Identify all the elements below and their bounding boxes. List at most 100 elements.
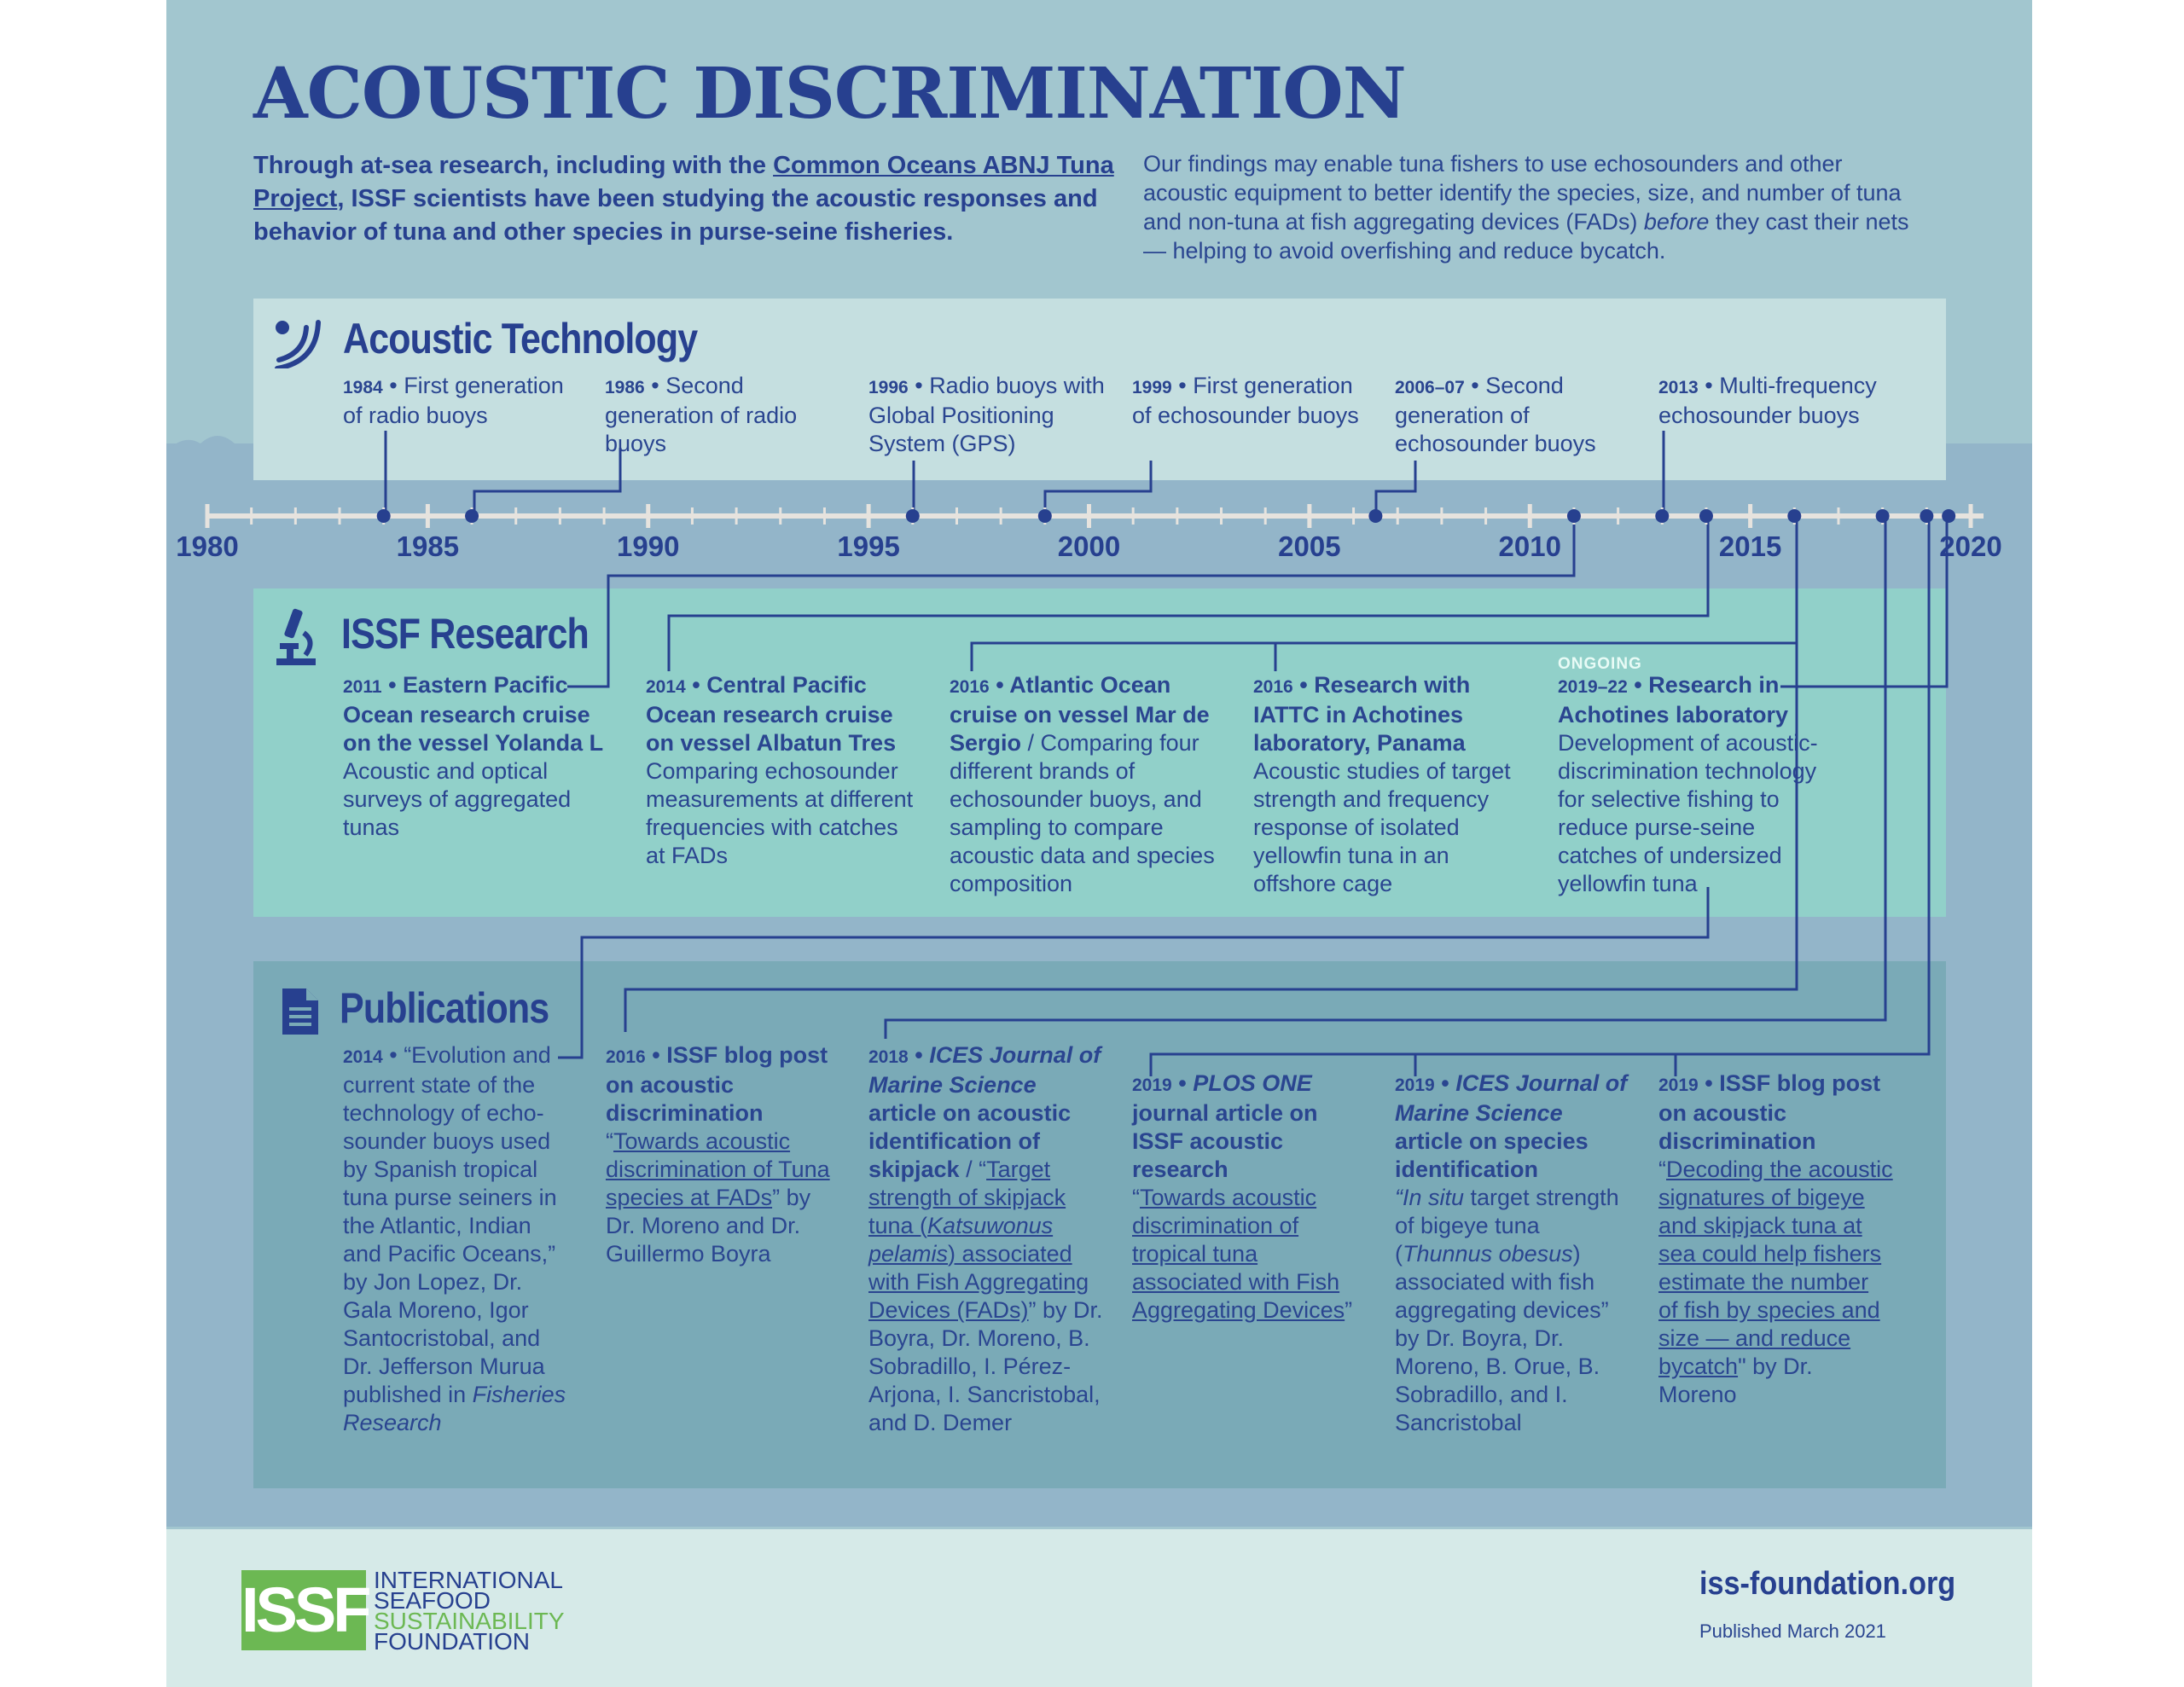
research-text: Comparing echosounder measurements at di… — [646, 758, 914, 868]
research-heading: Central Pacific Ocean research cruise on… — [646, 672, 897, 756]
year-label-1980: 1980 — [176, 530, 239, 562]
publication-2016: 2016 • ISSF blog post on acoustic discri… — [606, 1042, 830, 1267]
website-link[interactable]: iss-foundation.org — [1699, 1566, 1956, 1602]
footer: ISSF INTERNATIONAL SEAFOOD SUSTAINABILIT… — [166, 1529, 2032, 1687]
connector-1986 — [473, 448, 622, 516]
intro-right-start: Our findings may enable tuna fishers to … — [1143, 151, 1902, 235]
tech-text: First generation of radio buoys — [343, 373, 564, 428]
timeline-event-dot — [1655, 509, 1670, 523]
common-oceans-link[interactable]: Common Oceans ABNJ Tuna Project — [253, 152, 1114, 212]
research-year: 2011 — [343, 677, 382, 697]
research-item-2019: 2019–22 • Research in Achotines laborato… — [1558, 671, 1839, 898]
quote-mark: ” — [1345, 1297, 1353, 1323]
research-year: 2014 — [646, 677, 686, 697]
acoustic-technology-heading: Acoustic Technology — [343, 315, 698, 362]
document-icon — [282, 988, 318, 1035]
published-date: Published March 2021 — [1699, 1620, 1886, 1642]
publications-panel: Publications 2014 • “Evolution and curre… — [253, 961, 1946, 1488]
tech-text: Second generation of echosounder buoys — [1395, 373, 1596, 456]
research-year: 2016 — [1253, 677, 1293, 697]
timeline-event-dot — [1875, 509, 1890, 523]
research-item-2014: 2014 • Central Pacific Ocean research cr… — [646, 671, 919, 870]
publication-text: “Evolution and current state of the tech… — [343, 1042, 557, 1407]
intro-left-end: , ISSF scientists have been studying the… — [253, 185, 1098, 246]
timeline-event-dot — [1566, 509, 1581, 523]
tech-item-2013: 2013 • Multi-frequency echosounder buoys — [1658, 373, 1877, 428]
year-label-2005: 2005 — [1278, 530, 1341, 562]
research-text: / Comparing four different brands of ech… — [950, 730, 1215, 896]
timeline-event-dot — [905, 509, 920, 523]
tech-text: Second generation of radio buoys — [605, 373, 798, 456]
microscope-icon — [276, 608, 316, 665]
publications-heading: Publications — [340, 984, 549, 1032]
tech-text: Radio buoys with Global Positioning Syst… — [868, 373, 1105, 456]
connector-pub-2018 — [884, 516, 1887, 1039]
species-name: Thunnus obesus — [1403, 1241, 1573, 1267]
publication-title: target strength of bigeye tuna ( — [1395, 1185, 1619, 1267]
year-label-1990: 1990 — [617, 530, 680, 562]
logo-line-international: INTERNATIONAL — [374, 1567, 563, 1593]
timeline-event-dot — [1942, 509, 1956, 523]
publication-title-start: “In situ — [1395, 1185, 1465, 1210]
tech-item-1999: 1999 • First generation of echosounder b… — [1132, 373, 1359, 428]
tech-item-1986: 1986 • Second generation of radio buoys — [605, 373, 798, 456]
tech-year: 1999 — [1132, 378, 1172, 397]
publication-2018: 2018 • ICES Journal of Marine Science ar… — [868, 1042, 1103, 1435]
timeline-axis — [205, 504, 1984, 528]
publication-link[interactable]: Decoding the acoustic signatures of bige… — [1658, 1157, 1893, 1379]
publication-2019-blog: 2019 • ISSF blog post on acoustic discri… — [1658, 1070, 1893, 1407]
tech-year: 2006–07 — [1395, 378, 1465, 397]
connector-research-2011 — [567, 516, 1576, 688]
species-name: Katsuwonus pelamis — [868, 1213, 1054, 1267]
year-label-1985: 1985 — [396, 530, 460, 562]
publication-heading: article on species identification — [1395, 1128, 1589, 1182]
research-text: Acoustic and optical surveys of aggregat… — [343, 758, 572, 840]
tech-year: 1996 — [868, 378, 909, 397]
quote-mark: / “ — [959, 1157, 987, 1182]
quote-mark: “ — [1658, 1157, 1666, 1182]
publication-heading: journal article on ISSF acoustic researc… — [1132, 1100, 1318, 1182]
logo-line-seafood: SEAFOOD — [374, 1587, 491, 1614]
research-year: 2019–22 — [1558, 677, 1628, 697]
tech-item-2006: 2006–07 • Second generation of echosound… — [1395, 373, 1596, 456]
timeline-event-dot — [1699, 509, 1713, 523]
tech-year: 1986 — [605, 378, 645, 397]
publication-2019-plos: 2019 • PLOS ONE journal article on ISSF … — [1132, 1070, 1353, 1323]
year-label-2010: 2010 — [1498, 530, 1561, 562]
publication-year: 2014 — [343, 1047, 383, 1067]
timeline-event-dot — [1787, 509, 1802, 523]
intro-right-end: they cast their nets — helping to avoid … — [1143, 209, 1909, 264]
publication-link[interactable]: Towards acoustic discrimination of Tuna … — [606, 1128, 830, 1210]
publication-year: 2016 — [606, 1047, 646, 1067]
research-heading: Research in Achotines laboratory — [1558, 672, 1789, 728]
publication-authors: ” by Dr. Moreno and Dr. Guillermo Boyra — [606, 1185, 811, 1267]
link-text: ) associated with Fish Aggregating Devic… — [868, 1241, 1089, 1323]
publication-year: 2019 — [1395, 1075, 1435, 1095]
research-item-2011: 2011 • Eastern Pacific Ocean research cr… — [343, 671, 607, 842]
publication-link[interactable]: Towards acoustic discrimination of tropi… — [1132, 1185, 1345, 1323]
ongoing-label: ONGOING — [1558, 655, 1642, 673]
publication-year: 2019 — [1658, 1075, 1699, 1095]
timeline-event-dot — [1920, 509, 1934, 523]
publication-link[interactable]: Target strength of skipjack tuna (Katsuw… — [868, 1157, 1089, 1323]
intro-left-start: Through at-sea research, including with … — [253, 152, 774, 179]
link-text: Target strength of skipjack tuna ( — [868, 1157, 1066, 1238]
connector-2006 — [1374, 461, 1417, 516]
year-label-2020: 2020 — [1939, 530, 2002, 562]
publication-authors: ” by Dr. Boyra, Dr. Moreno, B. Sobradill… — [868, 1297, 1103, 1435]
timeline-diagram — [205, 431, 1984, 1076]
publication-authors: " by Dr. Moreno — [1658, 1354, 1813, 1407]
tech-item-1984: 1984 • First generation of radio buoys — [343, 373, 564, 428]
publication-heading: article on acoustic identification of sk… — [868, 1100, 1072, 1182]
tech-text: First generation of echosounder buoys — [1132, 373, 1359, 428]
publication-journal: Fisheries Research — [343, 1382, 566, 1435]
publication-journal: PLOS ONE — [1193, 1070, 1312, 1096]
publication-2014: 2014 • “Evolution and current state of t… — [343, 1042, 566, 1435]
page-title: ACOUSTIC DISCRIMINATION — [253, 53, 1407, 135]
acoustic-waves-icon — [275, 320, 321, 368]
research-heading: Atlantic Ocean cruise on vessel Mar de S… — [950, 672, 1210, 756]
year-label-1995: 1995 — [837, 530, 900, 562]
issf-research-heading: ISSF Research — [341, 610, 590, 658]
research-heading: Eastern Pacific Ocean research cruise on… — [343, 672, 604, 756]
timeline-event-dot — [465, 509, 479, 523]
